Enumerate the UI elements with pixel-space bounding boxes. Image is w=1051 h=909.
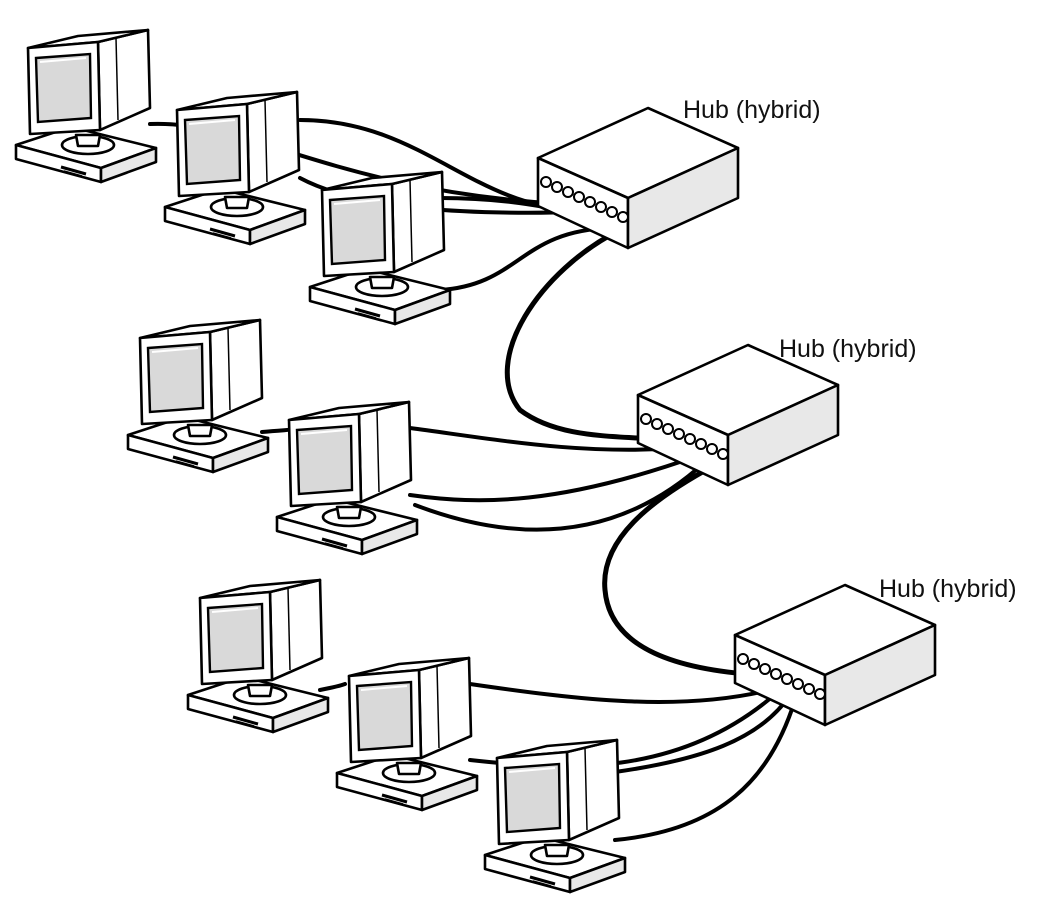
workstation-1	[14, 28, 158, 184]
hub-1	[536, 106, 740, 250]
cable-pc5-hub2	[408, 426, 682, 452]
workstation-8	[483, 738, 627, 894]
cable-pc6-hub3	[318, 682, 347, 692]
workstation-3	[308, 170, 452, 326]
workstation-7	[335, 656, 479, 812]
cable-pc8b-hub3	[613, 698, 797, 842]
workstation-4	[126, 318, 270, 474]
uplink-hub2-hub3	[602, 462, 763, 678]
workstation-2	[163, 90, 307, 246]
cable-pc8-hub3	[613, 693, 792, 774]
hub-1-label: Hub (hybrid)	[683, 96, 821, 124]
uplink-hub1-hub2	[504, 227, 663, 443]
hub-3-label: Hub (hybrid)	[879, 575, 1017, 603]
workstation-5	[275, 400, 419, 556]
cable-pc7-hub3	[468, 682, 772, 705]
cable-pc5b-hub2	[408, 453, 702, 503]
hub-2-label: Hub (hybrid)	[779, 335, 917, 363]
cable-pc3b-hub1	[438, 226, 614, 292]
workstation-6	[186, 578, 330, 734]
